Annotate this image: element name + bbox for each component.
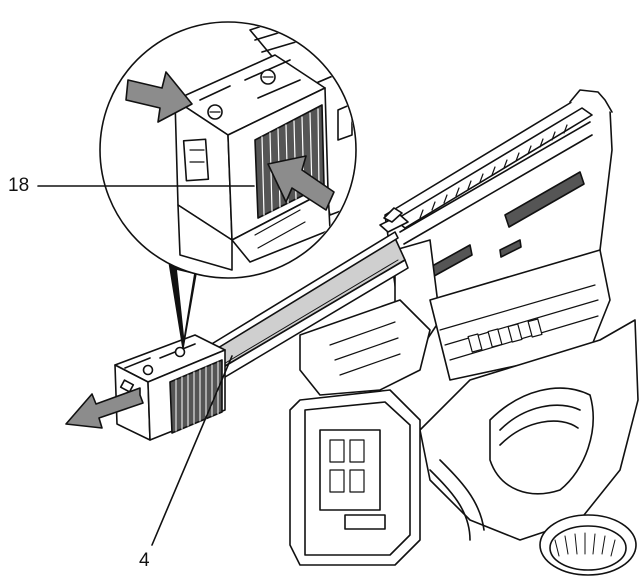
magazine-rail [204,207,409,381]
squeeze-arrow-side [267,155,335,211]
callout-label-18: 18 [8,175,30,196]
leader-line-4 [151,355,233,546]
squeeze-arrow-top [125,71,193,123]
detail-magnifier [99,21,357,279]
pull-direction-arrow [65,387,144,429]
callout-label-4: 4 [139,550,150,571]
tool-body [289,89,639,576]
magazine-slide [114,334,226,441]
